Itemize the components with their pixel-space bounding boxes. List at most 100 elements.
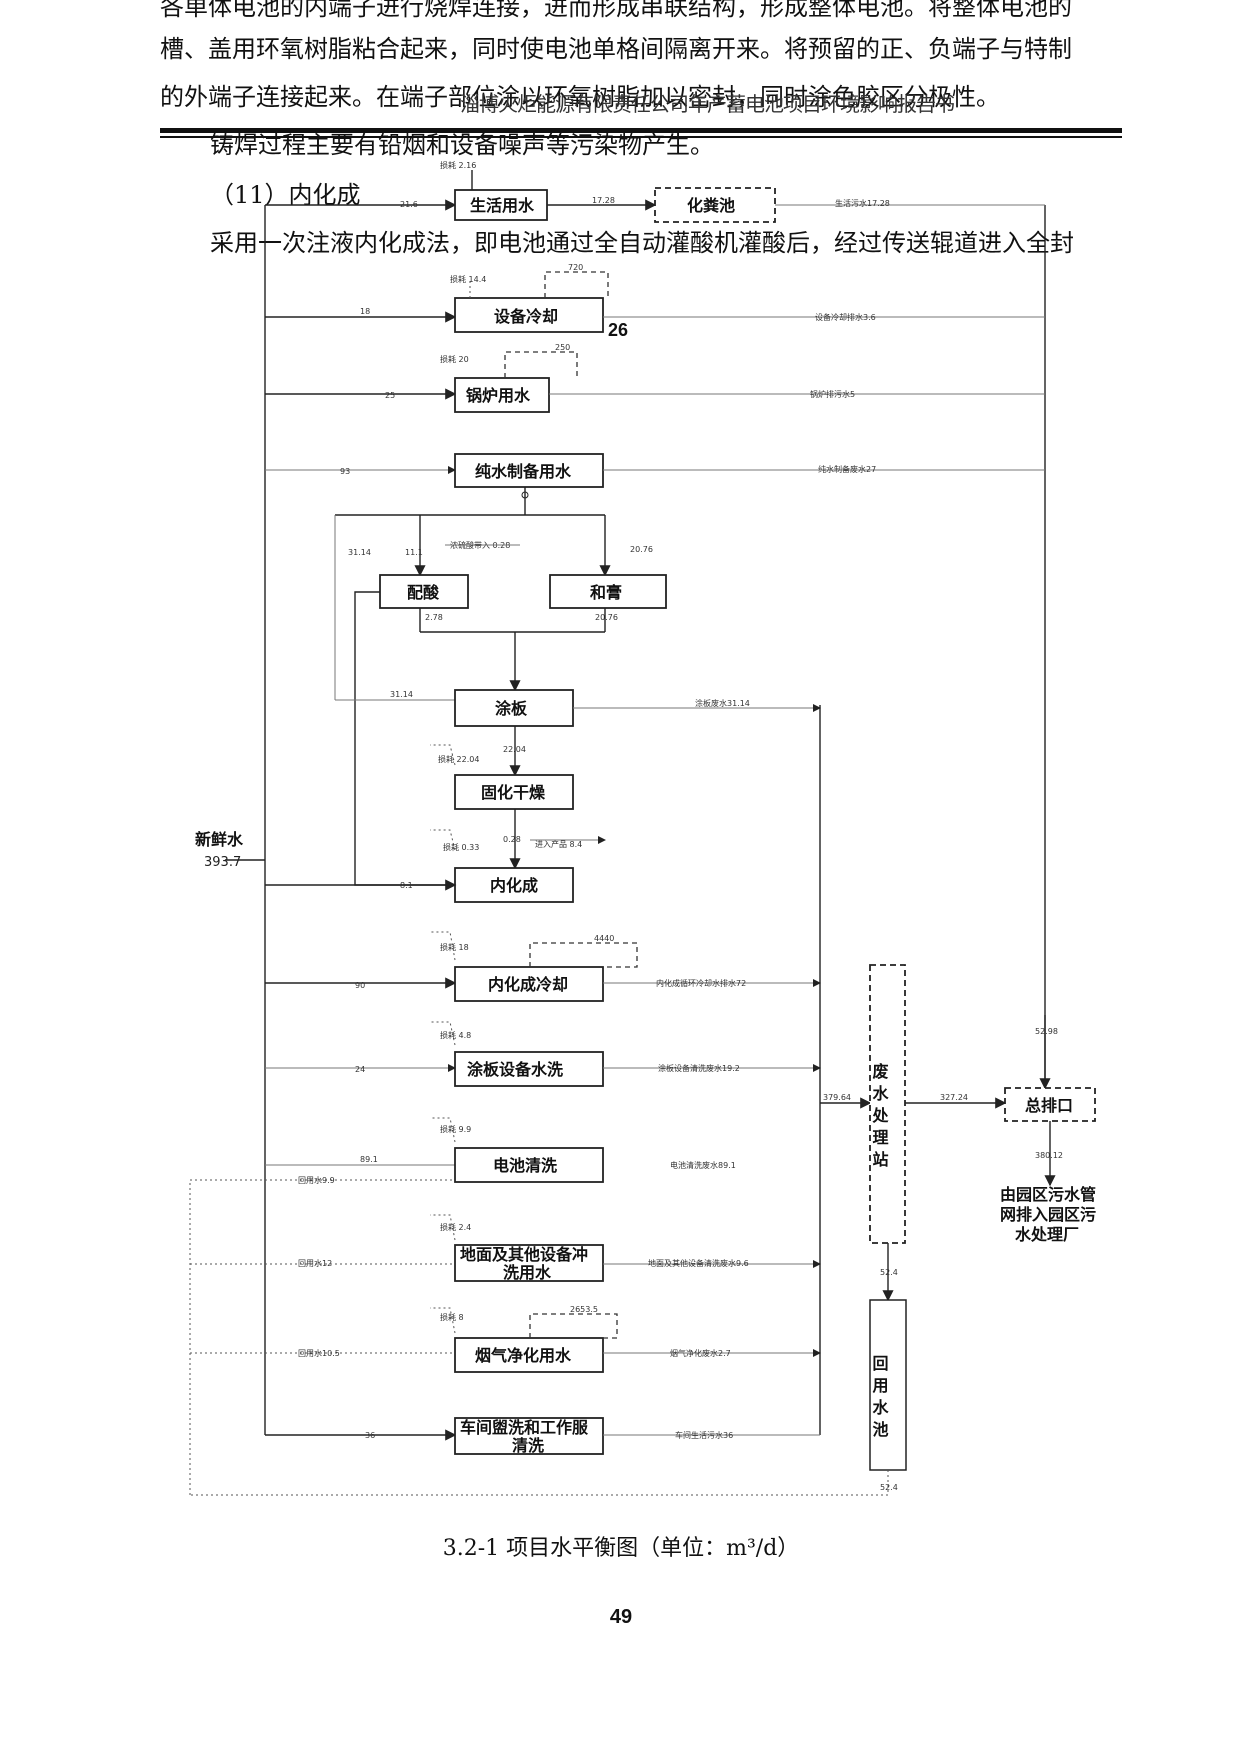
label-into-product: 进入产品 8.4 [535, 839, 582, 849]
label-formation-cooling-out: 内化成循环冷却水排水72 [656, 978, 746, 988]
label-pure-a: 31.14 [348, 548, 371, 557]
label-coating-in: 31.14 [390, 690, 413, 699]
body-text-line-1: 各单体电池的内端子进行烧焊连接，进而形成串联结构，形成整体电池。将整体电池的 [160, 0, 1072, 21]
box-laundry-label-1: 车间盥洗和工作服 [460, 1418, 589, 1437]
label-pure-in: 93 [340, 467, 350, 476]
label-boiler-recycle: 250 [555, 343, 570, 352]
label-living-in: 21.6 [400, 200, 418, 209]
box-curing-drying [454, 774, 574, 810]
box-equipment-cooling [454, 297, 604, 333]
label-coating-loss: 损耗 22.04 [438, 754, 479, 764]
box-boiler-water [454, 377, 550, 413]
label-coating-out: 涂板废水31.14 [695, 698, 750, 708]
header-rule-thin [160, 136, 1122, 138]
label-cooling-in: 18 [360, 307, 370, 316]
label-living-loss: 损耗 2.16 [440, 160, 476, 170]
label-laundry-in: 36 [365, 1431, 375, 1440]
box-equipment-cooling-label: 设备冷却 [494, 307, 558, 326]
label-floor-wash-out: 地面及其他设备清洗废水9.6 [648, 1258, 749, 1268]
box-boiler-water-label: 锅炉用水 [466, 386, 531, 405]
box-floor-wash-label-1: 地面及其他设备冲 [460, 1245, 588, 1264]
label-outlet-down: 380.12 [1035, 1151, 1063, 1160]
box-pure-water-label: 纯水制备用水 [475, 462, 572, 481]
label-pure-c: 20.76 [630, 545, 653, 554]
box-internal-formation-label: 内化成 [490, 876, 538, 895]
label-cooling-loss: 损耗 14.4 [450, 274, 486, 284]
label-coating-wash-in: 24 [355, 1065, 365, 1074]
box-coating [454, 689, 574, 727]
box-septic-tank [654, 187, 776, 223]
label-outlet-in: 52.98 [1035, 1027, 1058, 1036]
figure-caption: 3.2-1 项目水平衡图（单位：m³/d） [442, 1536, 800, 1561]
label-wwtp-in: 379.64 [823, 1093, 851, 1102]
box-battery-wash [454, 1147, 604, 1183]
label-battery-wash-out: 电池清洗废水89.1 [670, 1160, 736, 1170]
label-laundry-out: 车间生活污水36 [675, 1430, 733, 1440]
standalone-number-26: 26 [608, 320, 628, 340]
label-battery-wash-loss: 损耗 9.9 [440, 1124, 471, 1134]
label-fume-out: 烟气净化废水2.7 [670, 1348, 731, 1358]
box-coating-label: 涂板 [495, 699, 528, 718]
box-battery-wash-label: 电池清洗 [493, 1156, 557, 1175]
body-text-line-2: 槽、盖用环氧树脂粘合起来，同时使电池单格间隔离开来。将预留的正、负端子与特制 [160, 35, 1072, 63]
box-curing-drying-label: 固化干燥 [481, 783, 546, 802]
label-floor-wash-loss: 损耗 2.4 [440, 1222, 471, 1232]
label-formation-in: 8.1 [400, 881, 413, 890]
box-living-water-label: 生活用水 [470, 196, 535, 215]
label-fume-loss: 损耗 8 [440, 1312, 464, 1322]
fresh-water-label: 新鲜水 [195, 830, 244, 849]
label-coating-wash-loss: 损耗 4.8 [440, 1030, 471, 1040]
park-text-3: 水处理厂 [1015, 1225, 1079, 1244]
box-workshop-laundry [454, 1417, 604, 1455]
label-curing-loss: 损耗 0.33 [443, 842, 479, 852]
box-coating-equipment-wash-label: 涂板设备水洗 [467, 1060, 563, 1079]
label-cooling-recycle: 720 [568, 263, 583, 272]
label-acid-out: 2.78 [425, 613, 443, 622]
header-rule-thick [160, 128, 1122, 133]
label-battery-wash-reuse: 回用水9.9 [298, 1175, 335, 1185]
fresh-water-value: 393.7 [204, 855, 241, 870]
box-floor-wash-label-2: 洗用水 [503, 1263, 552, 1282]
label-boiler-out: 锅炉排污水5 [810, 389, 855, 399]
label-septic-out: 生活污水17.28 [835, 198, 890, 208]
running-header: 淄博火炬能源有限责任公司年产蓄电池项目环境影响报告书 [460, 92, 955, 116]
label-cooling-out: 设备冷却排水3.6 [815, 312, 876, 322]
label-wwtp-out: 327.24 [940, 1093, 968, 1102]
label-living-out: 17.28 [592, 196, 615, 205]
label-floor-wash-reuse: 回用水12 [298, 1258, 332, 1268]
park-text-2: 网排入园区污 [1000, 1205, 1096, 1224]
label-reuse-in: 52.4 [880, 1268, 898, 1277]
label-paste-out: 20.76 [595, 613, 618, 622]
body-text-line-3: 的外端子连接起来。在端子部位涂以环氧树脂加以密封，同时涂色胶区分极性。 [160, 83, 1000, 111]
box-septic-tank-label: 化粪池 [687, 196, 735, 215]
label-fume-reuse: 回用水10.5 [298, 1348, 340, 1358]
box-coating-equipment-wash [454, 1051, 604, 1087]
label-pure-b: 11.1 [405, 548, 423, 557]
box-acid-mixing [379, 574, 469, 609]
label-battery-wash-in: 89.1 [360, 1155, 378, 1164]
box-reuse-pool-label: 回用水池 [870, 1355, 889, 1443]
label-pure-out: 纯水制备废水27 [818, 464, 876, 474]
label-formation-cooling-recycle: 4440 [594, 934, 614, 943]
label-fume-recycle: 2653.5 [570, 1305, 598, 1314]
page-number: 49 [609, 1606, 633, 1628]
box-reuse-pool [869, 1299, 907, 1471]
body-text-line-4: 铸焊过程主要有铅烟和设备噪声等污染物产生。 [210, 131, 714, 159]
box-formation-cooling [454, 966, 604, 1002]
label-curing-down: 0.28 [503, 835, 521, 844]
box-fume-purification-label: 烟气净化用水 [475, 1346, 572, 1365]
label-reuse-out: 52.4 [880, 1483, 898, 1492]
box-fume-purification [454, 1337, 604, 1373]
box-main-outlet [1004, 1087, 1096, 1122]
box-formation-cooling-label: 内化成冷却 [488, 975, 568, 994]
box-wastewater-station-label: 废水处理站 [870, 1062, 890, 1173]
box-pure-water [454, 453, 604, 488]
label-coating-wash-out: 涂板设备清洗废水19.2 [658, 1063, 740, 1073]
box-main-outlet-label: 总排口 [1025, 1096, 1073, 1115]
park-text-1: 由园区污水管 [1000, 1185, 1096, 1204]
box-laundry-label-2: 清洗 [512, 1436, 544, 1455]
label-coating-down: 22.04 [503, 745, 526, 754]
label-formation-cooling-loss: 损耗 18 [440, 942, 469, 952]
label-boiler-loss: 损耗 20 [440, 354, 469, 364]
